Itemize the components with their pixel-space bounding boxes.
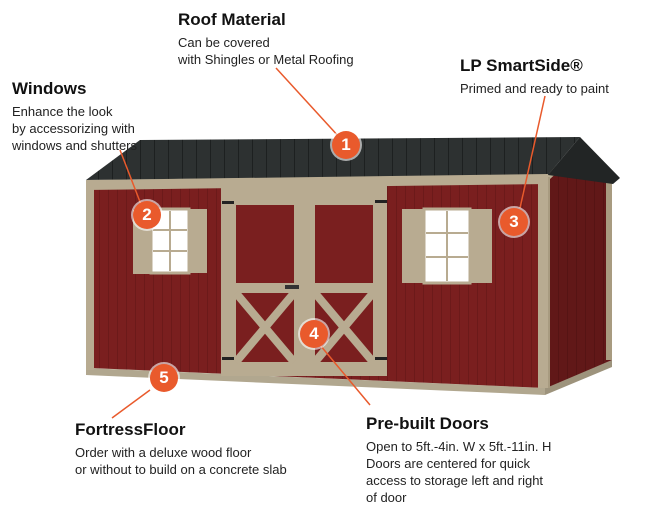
windows-description: Enhance the look by accessorizing with w… <box>12 104 138 153</box>
fortressfloor-title: FortressFloor <box>75 420 186 439</box>
lp-smartside-callout: LP SmartSide® Primed and ready to paint <box>460 56 660 97</box>
leader-lines <box>111 67 546 419</box>
fortressfloor-description: Order with a deluxe wood floor or withou… <box>75 445 287 477</box>
roof-material-callout: Roof Material Can be covered with Shingl… <box>178 10 418 68</box>
siding-marker-badge: 3 <box>500 208 528 236</box>
roof-material-description: Can be covered with Shingles or Metal Ro… <box>178 35 354 67</box>
windows-callout: Windows Enhance the look by accessorizin… <box>12 79 182 154</box>
floor-marker-badge: 5 <box>150 364 178 392</box>
roof-material-title: Roof Material <box>178 10 286 29</box>
pre-built-doors-callout: Pre-built Doors Open to 5ft.-4in. W x 5f… <box>366 414 616 506</box>
fortressfloor-callout: FortressFloor Order with a deluxe wood f… <box>75 420 355 478</box>
doors-marker-badge: 4 <box>300 320 328 348</box>
windows-marker-badge: 2 <box>133 201 161 229</box>
pre-built-doors-title: Pre-built Doors <box>366 414 489 433</box>
lp-smartside-description: Primed and ready to paint <box>460 81 609 96</box>
roof-marker-badge: 1 <box>332 131 360 159</box>
double-doors <box>221 186 387 376</box>
windows-title: Windows <box>12 79 87 98</box>
lp-smartside-title: LP SmartSide® <box>460 56 583 75</box>
pre-built-doors-description: Open to 5ft.-4in. W x 5ft.-11in. H Doors… <box>366 439 552 505</box>
right-window <box>402 207 492 285</box>
